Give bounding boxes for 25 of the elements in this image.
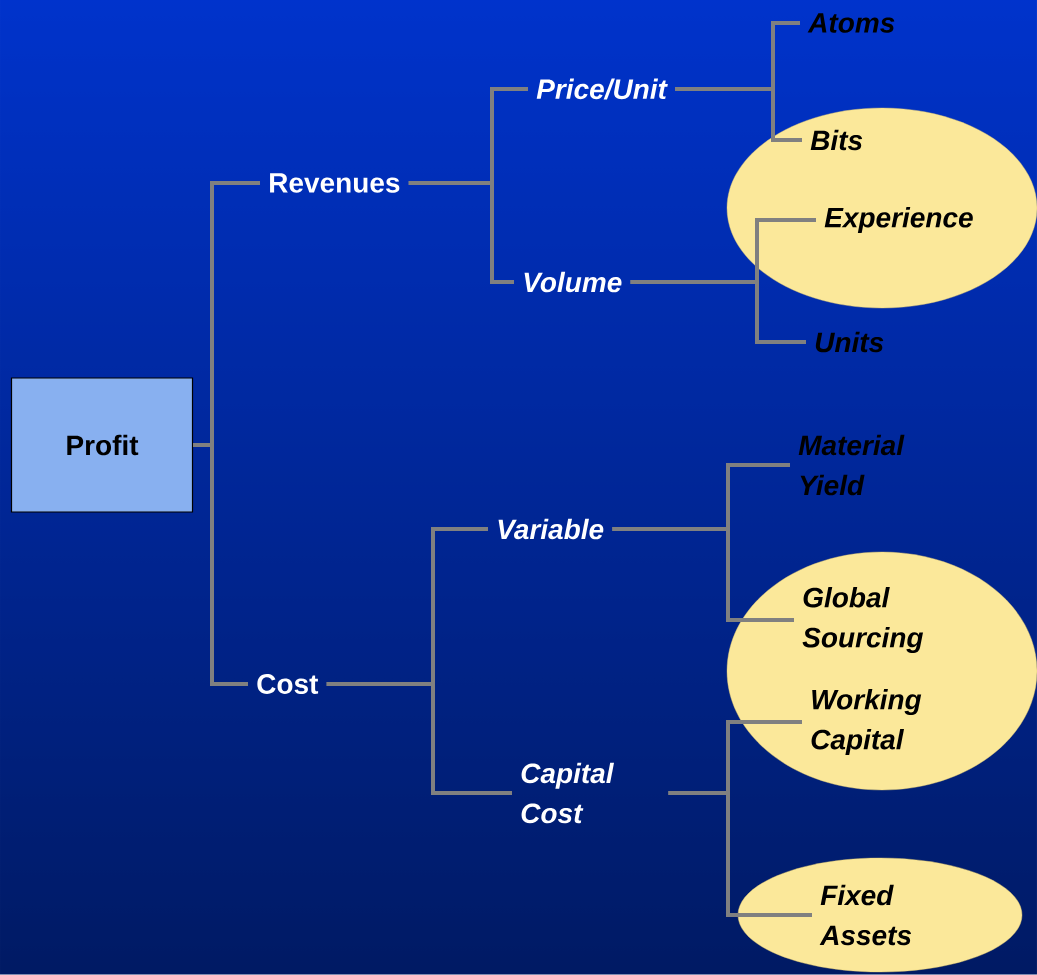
connector-line	[326, 682, 512, 795]
connector-line	[675, 87, 802, 142]
connector-line	[668, 791, 812, 917]
branch-label: Cost	[257, 674, 319, 694]
branch-label: Working Capital	[811, 688, 922, 756]
highlight-ellipse	[726, 107, 1037, 309]
branch-label: Capital Cost	[521, 762, 614, 824]
connector-line	[630, 280, 806, 344]
branch-label: Price/Unit	[536, 78, 668, 100]
branch-label: Atoms	[807, 13, 895, 33]
branch-label: Global Sourcing	[802, 586, 924, 654]
branch-label: Material Yield	[798, 434, 905, 496]
branch-label: Bits	[810, 129, 863, 151]
connector-line	[408, 181, 514, 284]
root-box: Profit	[10, 377, 194, 513]
branch-label: Revenues	[270, 173, 400, 193]
branch-label: Fixed Assets	[819, 884, 912, 946]
branch-label: Experience	[824, 206, 973, 234]
branch-label: Units	[815, 331, 884, 353]
connector-line	[193, 443, 248, 686]
highlight-ellipse	[737, 857, 1023, 973]
highlight-ellipse	[726, 551, 1037, 791]
branch-label: Volume	[524, 271, 622, 293]
connector-line	[612, 527, 794, 622]
branch-label: Variable	[498, 518, 604, 540]
